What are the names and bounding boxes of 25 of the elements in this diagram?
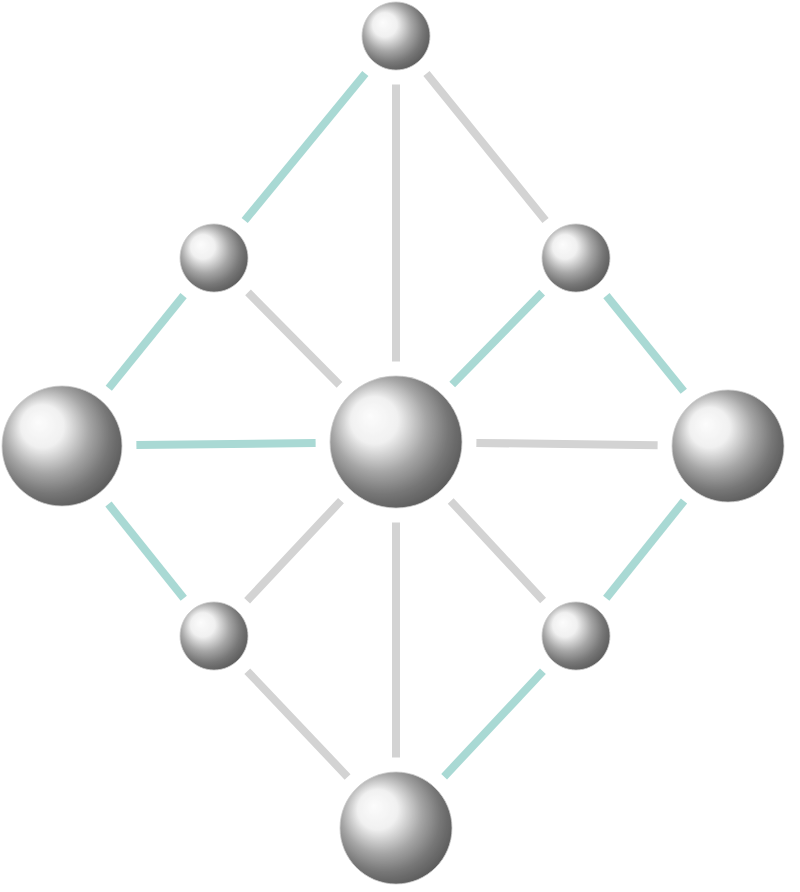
connector-line — [245, 289, 343, 388]
sphere — [1, 385, 123, 507]
connector-line — [392, 522, 400, 758]
connector-line — [392, 84, 400, 362]
connector-line — [441, 668, 546, 780]
connector-line — [447, 498, 546, 604]
connector-line — [423, 71, 549, 223]
sphere — [179, 601, 249, 671]
connector-line — [136, 438, 316, 450]
sphere — [329, 375, 463, 509]
connector-line — [105, 293, 187, 391]
connector-line — [603, 293, 687, 394]
sphere — [541, 223, 611, 293]
sphere — [179, 223, 249, 293]
sphere — [671, 389, 785, 503]
connector-line — [241, 70, 369, 224]
connector-line — [449, 289, 545, 388]
sphere — [339, 771, 453, 885]
connector-line — [476, 438, 658, 450]
connector-line — [603, 498, 688, 601]
sphere — [361, 1, 431, 71]
connector-line — [244, 668, 351, 780]
connector-line — [105, 501, 187, 601]
sphere — [541, 601, 611, 671]
connector-line — [244, 497, 344, 604]
